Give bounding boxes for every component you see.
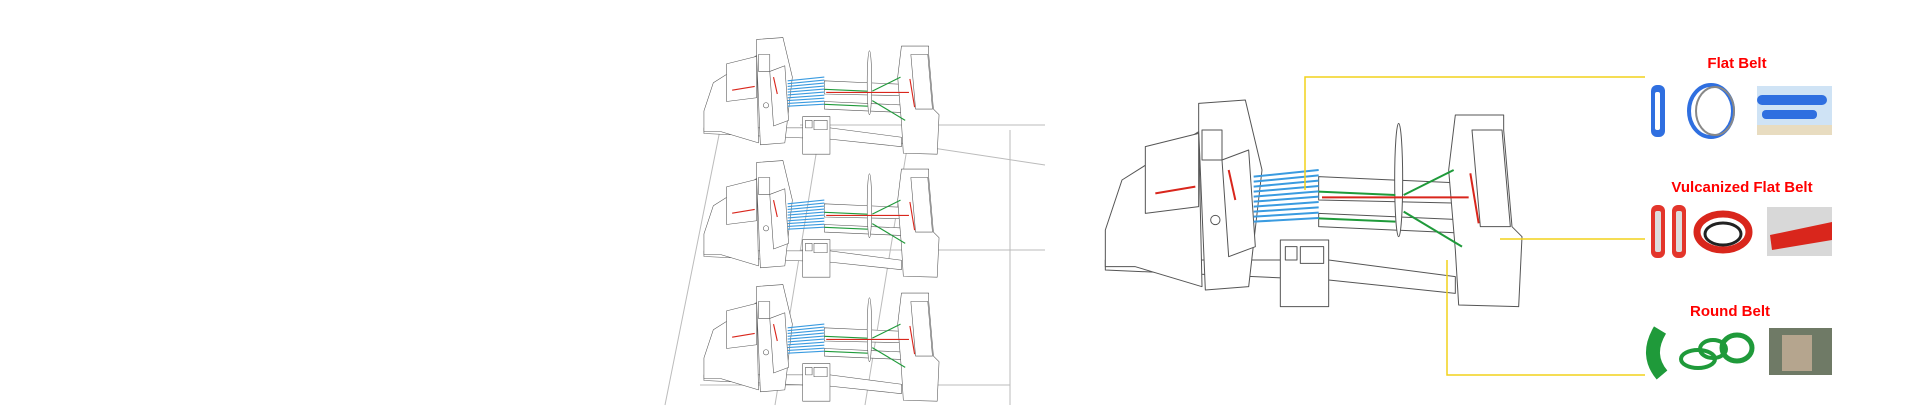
- main-machine-illustration: [1104, 98, 1524, 308]
- callout-line-flat-belt: [1304, 76, 1645, 190]
- round-belt-label: Round Belt: [1690, 303, 1770, 320]
- round-belt-images: [1646, 326, 1832, 380]
- machine-thumbnail-bottom: [703, 283, 940, 402]
- vulcanized-flat-belt-label: Vulcanized Flat Belt: [1671, 179, 1813, 196]
- flat-belt-images: [1651, 83, 1832, 139]
- vulcanized-flat-belt-images: [1651, 205, 1832, 258]
- callout-line-round-belt: [1446, 260, 1645, 376]
- machine-thumbnail-middle: [703, 159, 940, 278]
- flat-belt-label: Flat Belt: [1707, 55, 1767, 72]
- machine-thumbnail-top: [703, 36, 940, 155]
